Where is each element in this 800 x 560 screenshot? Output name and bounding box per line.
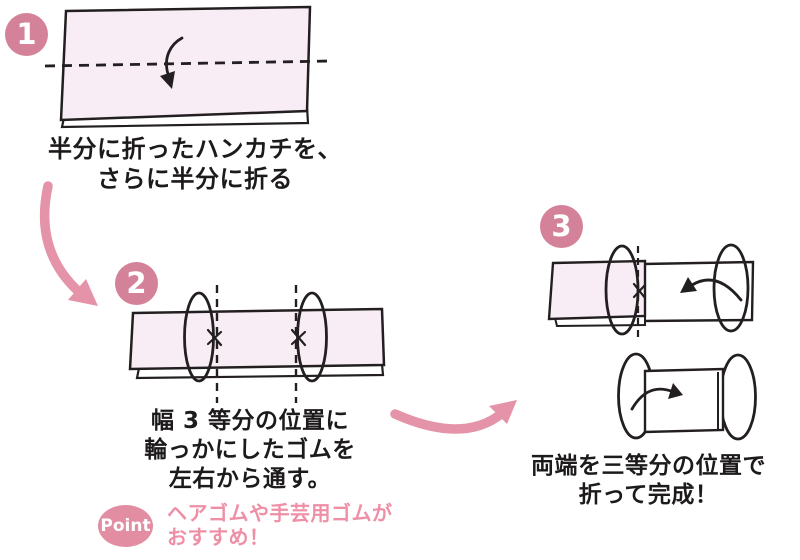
point-text-line: ヘアゴムや手芸用ゴムが	[167, 501, 393, 525]
finished-mask-body	[643, 367, 725, 434]
point-text: ヘアゴムや手芸用ゴムが おすすめ！	[167, 501, 447, 549]
caption-line: 折って完成！	[578, 481, 719, 508]
elastic-twist-mark	[632, 282, 647, 300]
step-1-badge: 1	[5, 13, 48, 56]
step-1-number: 1	[16, 17, 37, 51]
caption-line: 左右から通す。	[168, 465, 332, 492]
elastic-loop-right-icon	[712, 243, 750, 333]
point-badge: Point	[98, 505, 153, 547]
caption-line: 輪っかにしたゴムを	[144, 436, 356, 463]
caption-line: 両端を三等分の位置で	[531, 453, 766, 479]
step-3-number: 3	[551, 209, 572, 243]
step-2-badge: 2	[115, 262, 158, 305]
step-3-illustration-top	[547, 243, 755, 338]
fold-left-arrow-icon	[680, 277, 743, 302]
caption-line: 半分に折ったハンカチを、	[48, 135, 342, 163]
step-3-caption: 両端を三等分の位置で 折って完成！	[496, 452, 800, 510]
point-label: Point	[100, 516, 151, 536]
step-2-caption: 幅 3 等分の位置に 輪っかにしたゴムを 左右から通す。	[95, 407, 405, 493]
fold-down-arrow-icon	[160, 36, 184, 89]
caption-line: 幅 3 等分の位置に	[150, 408, 350, 434]
point-text-line: おすすめ！	[167, 525, 270, 549]
flow-arrow-1-2-icon	[39, 181, 98, 306]
caption-line: さらに半分に折る	[97, 165, 293, 193]
step-1-illustration	[44, 5, 332, 129]
step-2-illustration	[128, 285, 386, 403]
handkerchief-right-part	[640, 260, 755, 323]
step-3-badge: 3	[540, 205, 583, 248]
fold-line-dashed	[44, 59, 332, 68]
elastic-twist-mark	[206, 328, 307, 347]
handkerchief-folded-left	[547, 259, 647, 321]
fold-right-arrow-icon	[630, 383, 683, 411]
elastic-loop-right-icon	[719, 353, 757, 441]
step-2-number: 2	[126, 266, 147, 300]
step-3-illustration-bottom	[617, 352, 757, 441]
flow-arrow-2-3-icon	[390, 400, 517, 434]
handkerchief-band	[128, 307, 386, 371]
step-1-caption: 半分に折ったハンカチを、 さらに半分に折る	[35, 134, 355, 194]
